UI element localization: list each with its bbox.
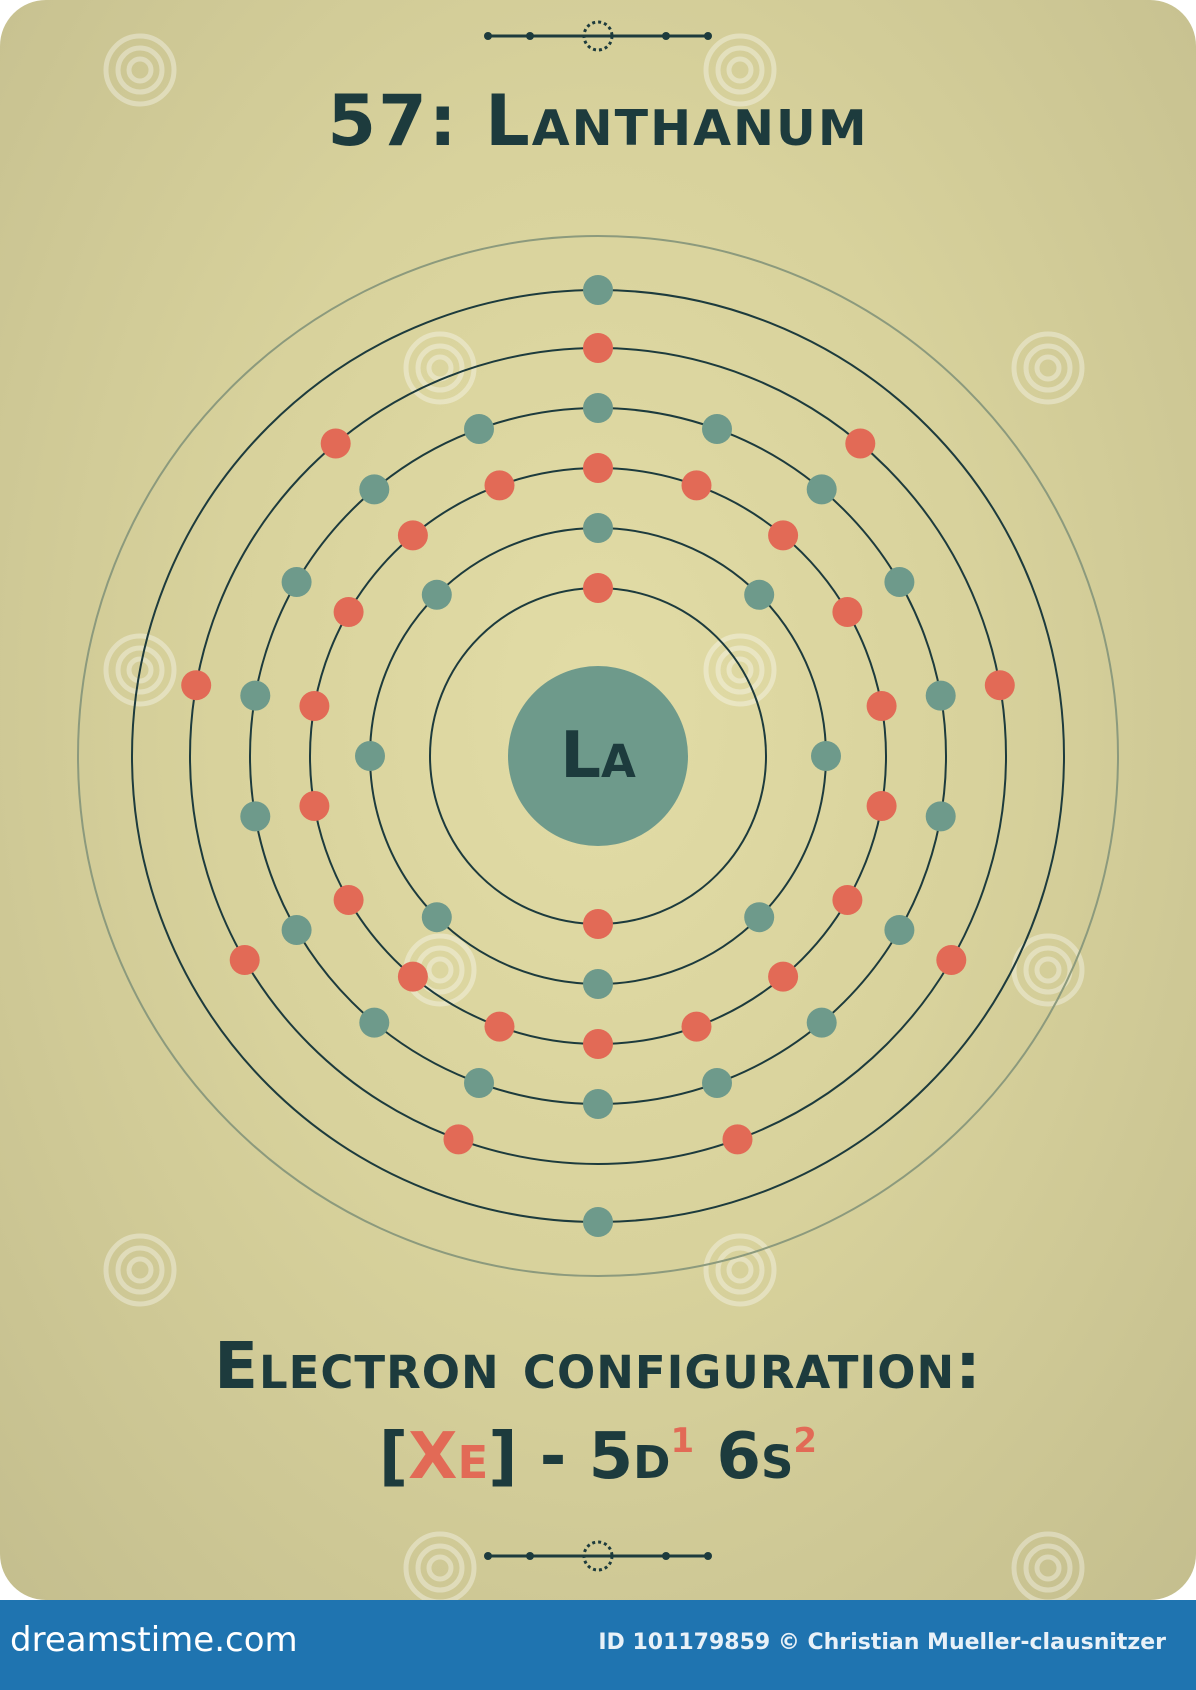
electron-shell-2 (355, 741, 385, 771)
watermark-swirl-icon (103, 1233, 177, 1307)
electron-shell-2 (811, 741, 841, 771)
config-6s: 6s (694, 1420, 794, 1494)
electron-shell-5 (845, 428, 876, 459)
watermark-swirl-icon (703, 1233, 777, 1307)
electron-shell-5 (181, 670, 212, 701)
electron-shell-4 (281, 567, 312, 597)
electron-shell-3 (768, 961, 799, 992)
electron-shell-3 (333, 597, 364, 627)
electron-shell-4 (281, 915, 312, 945)
electron-shell-1 (583, 573, 613, 603)
watermark-swirl-icon (103, 33, 177, 107)
electron-shell-4 (464, 1068, 494, 1098)
electron-configuration: [Xe] - 5d1 6s2 (0, 1420, 1196, 1494)
electron-shell-4 (240, 680, 271, 711)
electron-shell-5 (722, 1124, 753, 1155)
watermark-swirl-icon (1011, 331, 1085, 405)
electron-shell-4 (925, 680, 956, 711)
electron-shell-3 (397, 520, 428, 551)
electron-shell-4 (806, 1007, 837, 1038)
outer-ring (77, 235, 1119, 1277)
electron-shell-4 (583, 1089, 613, 1119)
electron-shell-3 (583, 453, 613, 483)
config-core: Xe (408, 1420, 489, 1494)
config-5d-count: 1 (670, 1421, 695, 1461)
watermark-swirl-icon (703, 33, 777, 107)
electron-shell-3 (768, 520, 799, 551)
top-ornament (484, 20, 712, 52)
atom-diagram (77, 20, 1119, 1600)
watermark-swirl-icon (1011, 933, 1085, 1007)
element-card: 57: Lanthanum La Electron configuration:… (0, 0, 1196, 1600)
electron-shell-3 (484, 1011, 515, 1042)
config-bracket-open: [ (378, 1420, 409, 1494)
watermark-swirl-icon (703, 633, 777, 707)
electron-shell-4 (359, 1007, 390, 1038)
electron-shell-3 (397, 961, 428, 992)
electron-shell-3 (866, 791, 897, 821)
electron-shell-3 (832, 597, 863, 627)
electron-shell-4 (240, 801, 271, 832)
electron-shell-2 (583, 513, 613, 543)
config-heading: Electron configuration: (214, 1330, 982, 1404)
watermark-swirl-icon (1011, 1531, 1085, 1600)
electron-shell-3 (866, 691, 897, 721)
config-6s-count: 2 (793, 1421, 818, 1461)
brand-logo[interactable]: dreamstime.com (10, 1620, 298, 1660)
electron-shell-2 (583, 969, 613, 999)
electron-shell-6 (583, 275, 613, 305)
config-5d: - 5d (517, 1420, 671, 1494)
electron-shell-4 (359, 474, 390, 505)
electron-shell-4 (884, 567, 915, 597)
watermark-swirl-icon (403, 1531, 477, 1600)
electron-shell-4 (583, 393, 613, 423)
electron-shell-3 (299, 791, 330, 821)
electron-shell-2 (421, 579, 452, 610)
electron-shell-4 (806, 474, 837, 505)
electron-shell-2 (744, 902, 775, 933)
electron-shell-3 (583, 1029, 613, 1059)
electron-shell-5 (984, 670, 1015, 701)
electron-shell-6 (583, 1207, 613, 1237)
electron-shell-4 (884, 915, 915, 945)
electron-shell-1 (583, 909, 613, 939)
electron-shell-4 (464, 414, 494, 444)
electron-shell-4 (702, 414, 732, 444)
page-title: 57: Lanthanum (327, 80, 869, 162)
electron-shell-2 (421, 902, 452, 933)
electron-shell-3 (333, 885, 364, 915)
electron-shell-4 (925, 801, 956, 832)
electron-shell-5 (229, 945, 260, 975)
electron-shell-5 (443, 1124, 474, 1155)
config-bracket-close: ] (488, 1420, 518, 1494)
electron-shell-3 (681, 1011, 712, 1042)
electron-shell-5 (320, 428, 351, 459)
footer-bar: dreamstime.com ID 101179859 © Christian … (0, 1600, 1196, 1690)
electron-shell-5 (583, 333, 613, 363)
electron-shell-3 (681, 470, 712, 501)
electron-shell-3 (299, 691, 330, 721)
image-credit: ID 101179859 © Christian Mueller-clausni… (598, 1630, 1166, 1655)
electron-shell-3 (484, 470, 515, 501)
electron-shell-3 (832, 885, 863, 915)
nucleus-symbol: La (508, 666, 688, 846)
electron-shell-2 (744, 579, 775, 610)
electron-shell-5 (936, 945, 967, 975)
electron-shell-4 (702, 1068, 732, 1098)
watermark-swirl-icon (103, 633, 177, 707)
bottom-ornament (484, 1540, 712, 1572)
